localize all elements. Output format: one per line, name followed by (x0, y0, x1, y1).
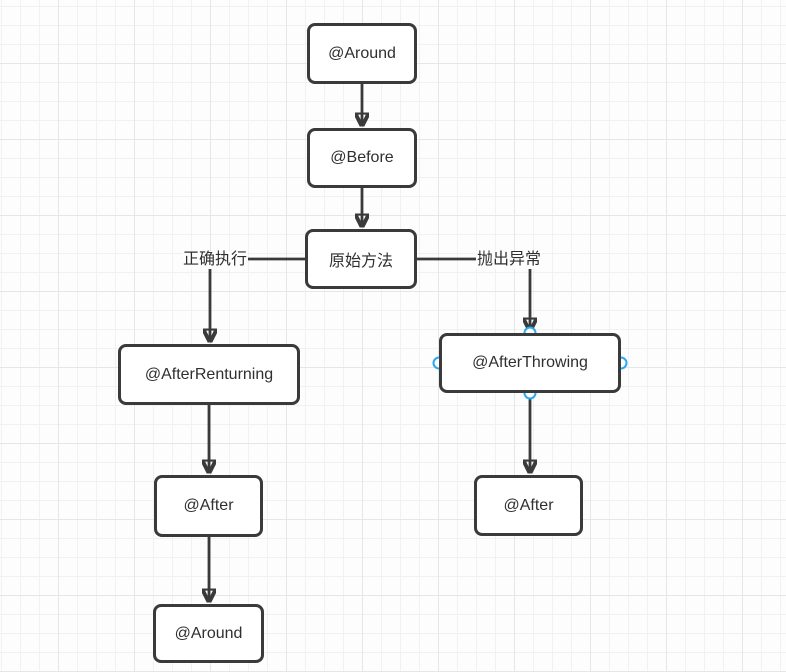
edge-original-to-afterreturning[interactable] (210, 257, 305, 342)
node-after-success[interactable]: @After (154, 475, 263, 537)
node-label: @After (503, 496, 554, 514)
edge-label-success[interactable]: 正确执行 (182, 251, 249, 269)
edge-original-to-afterthrowing[interactable] (417, 257, 530, 331)
node-label: 原始方法 (328, 253, 393, 270)
node-before[interactable]: @Before (307, 128, 417, 188)
node-after-exception[interactable]: @After (474, 475, 583, 536)
node-original-method[interactable]: 原始方法 (305, 229, 417, 289)
node-after-throwing[interactable]: @AfterThrowing (439, 333, 621, 393)
node-around-bottom[interactable]: @Around (153, 604, 264, 663)
node-around-top[interactable]: @Around (307, 23, 417, 84)
node-after-returning[interactable]: @AfterRenturning (118, 344, 300, 405)
node-label: @After (183, 497, 234, 514)
edge-label-exception[interactable]: 抛出异常 (476, 251, 543, 269)
node-label: @AfterRenturning (144, 365, 274, 383)
node-label: @Around (328, 44, 396, 62)
node-label: @Before (330, 149, 394, 166)
node-label: @Around (174, 624, 243, 642)
node-label: @AfterThrowing (472, 354, 588, 371)
